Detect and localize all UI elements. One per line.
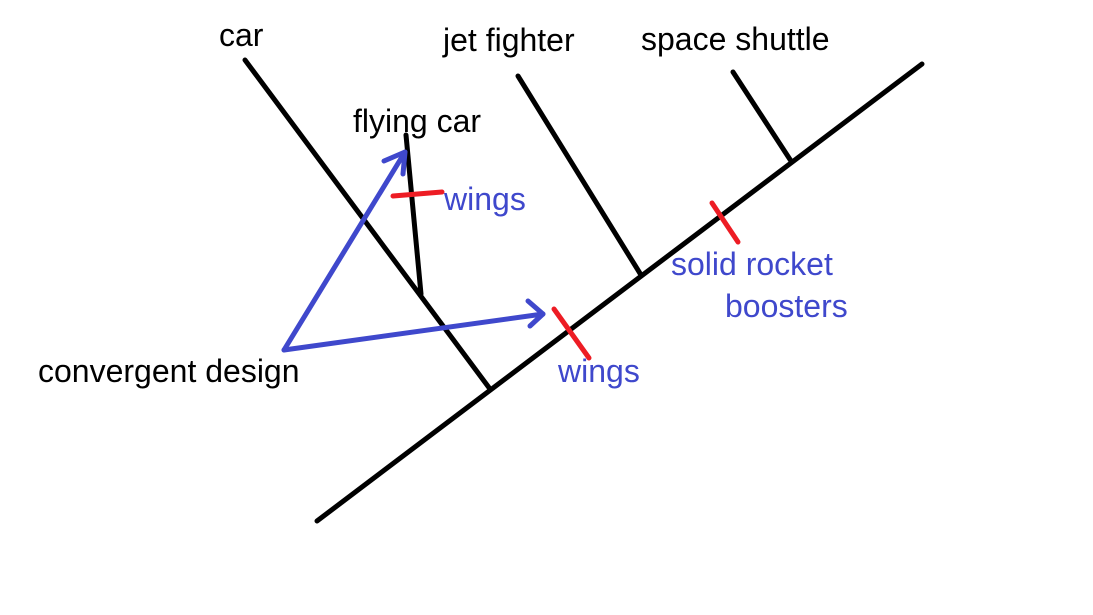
taxon-label-jet-fighter: jet fighter bbox=[442, 22, 575, 58]
convergent-arrow-wings-main bbox=[281, 298, 546, 353]
taxon-label-flying-car: flying car bbox=[353, 103, 481, 139]
convergent-arrow-flying-car bbox=[281, 149, 408, 353]
arrowhead-icon bbox=[525, 298, 546, 329]
trait-label-wings-main: wings bbox=[557, 353, 640, 389]
trait-mark-solid-rocket-boosters bbox=[709, 200, 741, 245]
trait-label-srb-line1: solid rocket bbox=[671, 246, 833, 282]
annotation-label-convergent-design: convergent design bbox=[38, 353, 300, 389]
taxon-label-car: car bbox=[219, 17, 264, 53]
trait-label-srb-line2: boosters bbox=[725, 288, 848, 324]
trait-label-wings-flying-car: wings bbox=[443, 181, 526, 217]
branch-flying-car bbox=[403, 132, 424, 297]
trait-mark-wings-flying-car bbox=[390, 189, 445, 199]
arrow-shaft bbox=[281, 149, 408, 353]
trait-mark-wings-main bbox=[551, 306, 592, 361]
taxon-label-space-shuttle: space shuttle bbox=[641, 21, 830, 57]
main-trunk bbox=[314, 61, 925, 524]
arrow-shaft bbox=[281, 311, 546, 353]
branch-space-shuttle bbox=[730, 69, 794, 164]
arrowhead-icon bbox=[381, 149, 408, 177]
branch-jet-fighter bbox=[515, 73, 644, 278]
branch-car bbox=[242, 57, 493, 392]
